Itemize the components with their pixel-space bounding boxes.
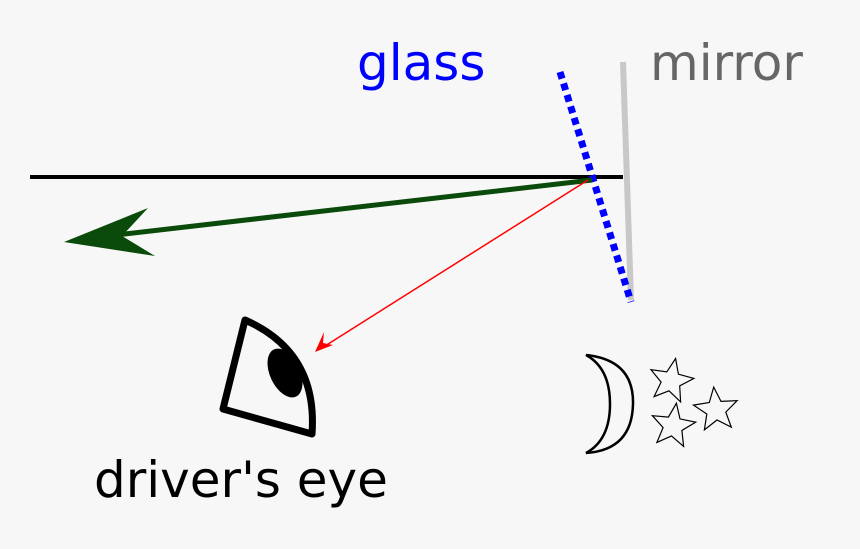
drivers-eye-label: driver's eye	[94, 451, 388, 509]
glass-reflected-ray	[315, 179, 589, 352]
mirror-label: mirror	[650, 34, 803, 92]
moon-icon	[585, 353, 635, 455]
star-icon	[691, 385, 739, 432]
star-icon	[650, 401, 698, 448]
glass-line	[556, 70, 635, 304]
glass-label: glass	[357, 34, 486, 92]
star-icon	[649, 356, 696, 404]
mirror-line	[620, 61, 634, 301]
red-arrowhead-icon	[315, 332, 333, 352]
stars-icon	[649, 356, 739, 448]
green-arrowhead-icon	[64, 208, 155, 256]
eye-icon	[219, 316, 316, 438]
mirror-reflected-ray	[64, 177, 593, 256]
